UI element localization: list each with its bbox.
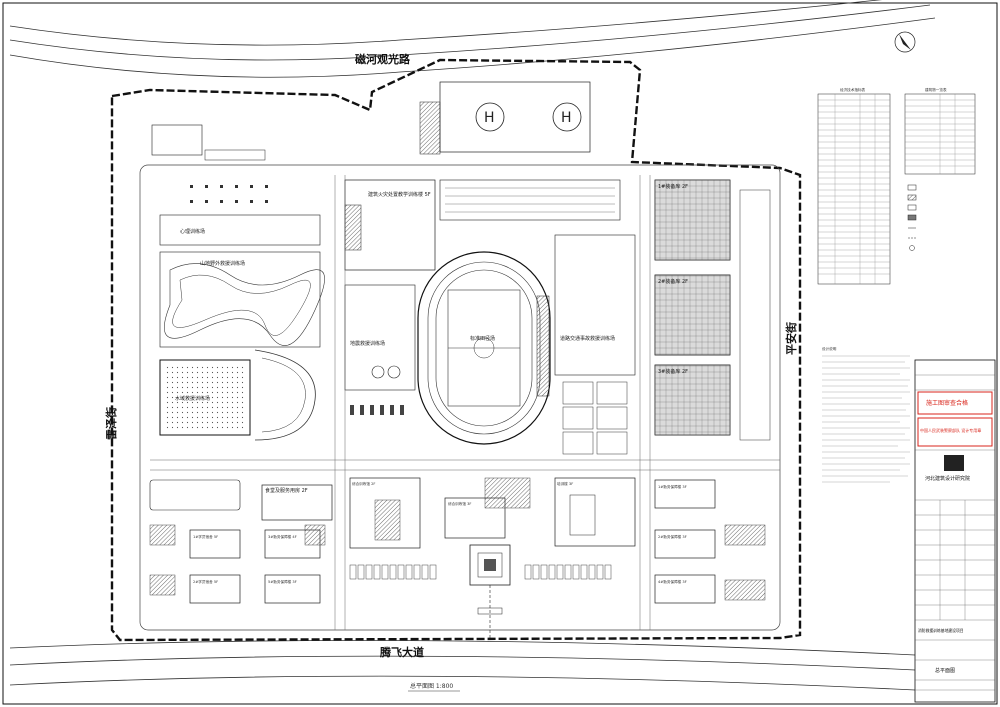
nw-gate-2 (204, 149, 266, 161)
north-track-block (439, 179, 621, 221)
helipad-area: H H (419, 81, 591, 155)
title-block: 施工图审查合格 中国人民武装警察部队 设计专用章 河北建筑设计研究院 消防救援训… (914, 359, 996, 703)
complex-a-label: 综合训练馆 2F (352, 481, 375, 486)
equip-1-label: 1#装备库 2F (658, 183, 688, 190)
fitness-label: 心理训练场 (180, 228, 205, 235)
drawing-name: 总平面图 (935, 667, 955, 674)
road-north-label: 磁河观光路 (355, 52, 411, 66)
disaster-label: 地震救援训练场 (350, 340, 385, 347)
pool-area: 水域救援训练场 (159, 349, 316, 441)
internal-road (150, 175, 780, 630)
south-road (9, 640, 916, 691)
drill-markers (190, 185, 268, 203)
north-road (9, 0, 936, 78)
mountain-area: 山地野外救援训练场 (159, 251, 325, 348)
complex-b-label: 综合训练馆 3F (448, 501, 471, 506)
notes-title: 设计说明 (822, 346, 837, 351)
equip-3-label: 3#装备库 2F (658, 368, 688, 375)
road-west-label: 雷泽街 (104, 407, 118, 440)
project-name: 消防救援训练基地建设项目 (918, 628, 964, 633)
red-notice-box (917, 417, 993, 447)
road-south-label: 腾飞大道 (380, 645, 424, 659)
tech-table-1: 经济技术指标表 (817, 87, 891, 285)
pool-label: 水域救援训练场 (175, 395, 210, 402)
east-strip (739, 189, 771, 441)
fitness-area (159, 214, 321, 246)
dorm-b-label: 2#学员宿舍 5F (193, 579, 218, 584)
service-a-label: 3#勤务保障楼 4F (268, 534, 297, 539)
canteen-label: 食堂及服务用房 2F (265, 487, 308, 494)
athletics-field: 标准田径场 (417, 251, 551, 445)
red-notice-text: 中国人民武装警察部队 设计专用章 (920, 427, 981, 433)
service-d-label: 1#勤务保障楼 3F (658, 484, 687, 489)
training-a-label: 培训楼 3F (557, 481, 573, 486)
red-stamp-text: 施工图审查合格 (926, 399, 968, 407)
red-stamp-box (917, 391, 993, 415)
north-arrow-icon (894, 31, 916, 53)
tech-table-2: 建筑物一览表 (904, 87, 976, 251)
teaching-tower: 建筑火灾处置教学训练楼 5F (344, 179, 436, 271)
car-drill-label: 道路交通事故救援训练场 (560, 335, 615, 342)
parking-rows (349, 564, 612, 580)
helipad-h-1: H (484, 110, 495, 126)
site-boundary (110, 58, 802, 642)
courts (562, 381, 628, 455)
plan-title: 总平面图 1:800 (410, 682, 453, 690)
training-b-label: 2#勤务保障楼 3F (658, 534, 687, 539)
dorm-a-label: 1#学员宿舍 5F (193, 534, 218, 539)
south-buildings: 食堂及服务用房 2F 1#学员宿舍 5F 2#学员宿舍 5F 3#勤务保障楼 4… (149, 477, 766, 604)
company-logo (944, 455, 964, 471)
mountain-label: 山地野外救援训练场 (200, 260, 245, 267)
table2-title: 建筑物一览表 (925, 87, 947, 92)
nw-gate (151, 124, 203, 156)
company-name: 河北建筑设计研究院 (925, 475, 970, 482)
service-c-label: 5#勤务保障楼 3F (268, 579, 297, 584)
service-b-label: 4#勤务保障楼 3F (658, 579, 687, 584)
main-gate-plaza (469, 544, 511, 640)
equipment-garages: 1#装备库 2F 2#装备库 2F 3#装备库 2F (654, 179, 731, 436)
table1-title: 经济技术指标表 (840, 87, 866, 92)
disaster-area: 地震救援训练场 (344, 284, 416, 415)
site-inner (139, 164, 781, 631)
north-lanes (445, 187, 615, 213)
road-east-label: 平安街 (784, 322, 798, 355)
equip-2-label: 2#装备库 2F (658, 278, 688, 285)
teaching-tower-label: 建筑火灾处置教学训练楼 5F (368, 191, 431, 198)
design-notes: 设计说明 (822, 346, 910, 483)
athletics-field-label: 标准田径场 (470, 335, 495, 342)
legend-symbols (907, 184, 917, 251)
helipad-h-2: H (561, 110, 572, 126)
car-drill-area (554, 234, 636, 376)
